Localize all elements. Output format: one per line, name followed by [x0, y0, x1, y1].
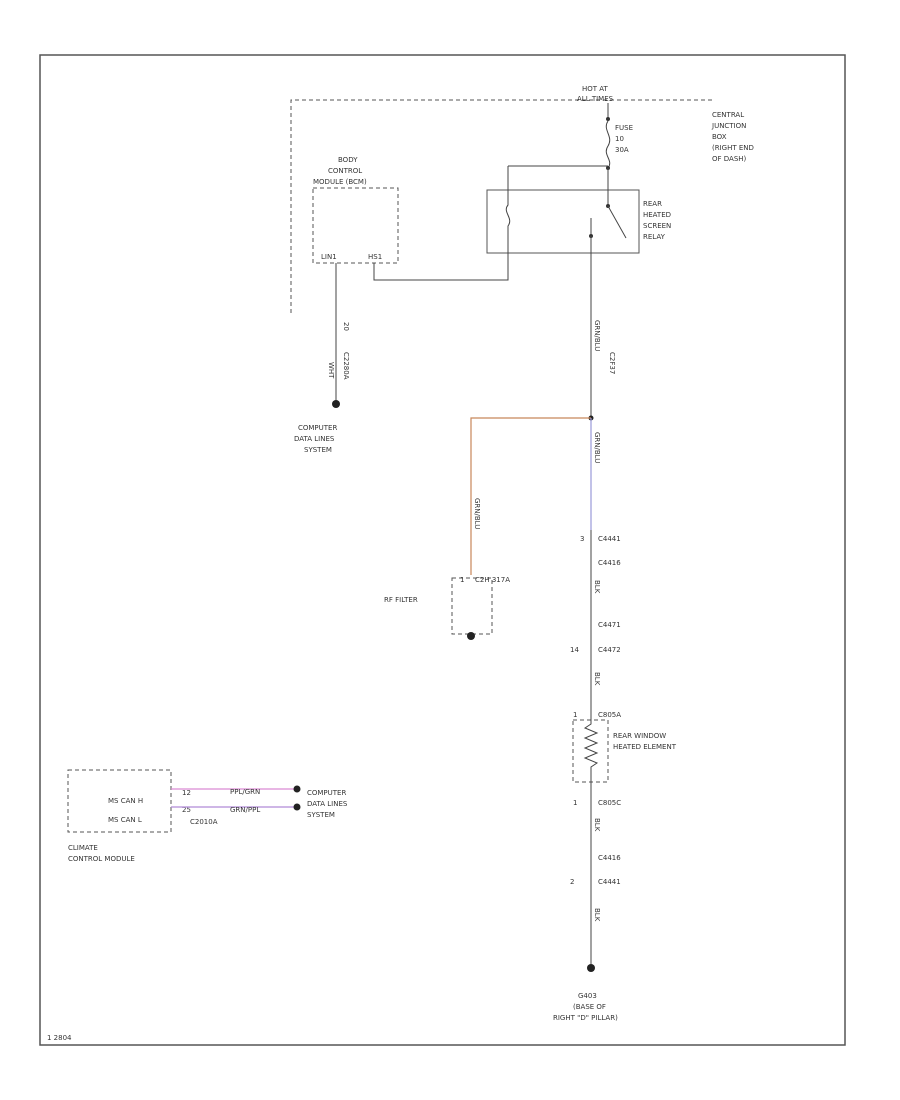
- ground-label-3: RIGHT "D" PILLAR): [553, 1014, 618, 1022]
- bcm-cdl-terminal: [332, 400, 340, 408]
- wire-2-color: BLK: [593, 672, 601, 686]
- wire-1-color: BLK: [593, 580, 601, 594]
- heated-element-resistor: [583, 712, 599, 800]
- rf-filter-branch-wire: [470, 417, 591, 575]
- fuse-label: FUSE: [615, 124, 633, 132]
- connector-1-pin: 3: [580, 535, 584, 543]
- wire-4-color: BLK: [593, 908, 601, 922]
- ground-terminal: [587, 964, 595, 972]
- bcm-wire-color: WHT: [327, 362, 335, 379]
- connector-4-pin: 2: [570, 878, 574, 886]
- climate-wire-a-color: PPL/GRN: [230, 788, 260, 796]
- ground-label-1: G403: [578, 992, 597, 1000]
- bcm-label-3: MODULE (BCM): [313, 178, 367, 186]
- central-junction-label-4: (RIGHT END: [712, 144, 754, 152]
- hot-at-label: HOT AT: [582, 85, 609, 93]
- climate-module-label-1: CLIMATE: [68, 844, 98, 852]
- rear-heated-screen-relay: [486, 189, 640, 254]
- fuse-top-dot: [606, 117, 610, 121]
- heated-element-label-1: REAR WINDOW: [613, 732, 666, 740]
- relay-switch-contact: [607, 205, 627, 239]
- relay-label-2: HEATED: [643, 211, 671, 219]
- relay-label-4: RELAY: [643, 233, 666, 241]
- climate-cdl-terminal-a: [293, 785, 301, 793]
- climate-pin-b-num: 25: [182, 806, 191, 814]
- fuse-rating: 30A: [615, 146, 629, 154]
- rf-filter-pin: 1: [460, 576, 464, 584]
- diagram-border: [39, 54, 846, 1046]
- central-junction-box-outline: [290, 99, 712, 313]
- climate-pin-a: MS CAN H: [108, 797, 143, 805]
- climate-control-module: [67, 769, 172, 833]
- fuse-symbol: [605, 120, 611, 169]
- relay-label-3: SCREEN: [643, 222, 671, 230]
- connector-3a-pin: 1: [573, 711, 577, 719]
- cdl-bottom-label-3: SYSTEM: [307, 811, 335, 819]
- bcm-wire-pin: 20: [342, 322, 350, 331]
- ground-label-2: (BASE OF: [573, 1003, 606, 1011]
- diagram-code: 1 2804: [47, 1034, 72, 1042]
- central-junction-label-3: BOX: [712, 133, 727, 141]
- relay-coil: [505, 165, 608, 238]
- main-wire-upper-color: GRN/BLU: [593, 320, 601, 351]
- bcm-label-2: CONTROL: [328, 167, 362, 175]
- bcm-label-1: BODY: [338, 156, 358, 164]
- connector-3a: C805A: [598, 711, 621, 719]
- fuse-number: 10: [615, 135, 624, 143]
- connector-2-pin: 14: [570, 646, 579, 654]
- wire-3-color: BLK: [593, 818, 601, 832]
- rf-filter-box: [451, 577, 493, 635]
- connector-3b: C805C: [598, 799, 621, 807]
- connector-4b: C4441: [598, 878, 621, 886]
- bcm-pin-hs1: HS1: [368, 253, 382, 261]
- connector-1a: C4441: [598, 535, 621, 543]
- climate-pin-b: MS CAN L: [108, 816, 142, 824]
- central-junction-label-2: JUNCTION: [711, 122, 746, 130]
- connector-1b: C4416: [598, 559, 621, 567]
- cdl-bottom-label-1: COMPUTER: [307, 789, 346, 797]
- rf-filter-ground: [467, 632, 475, 640]
- cdl-top-label-3: SYSTEM: [304, 446, 332, 454]
- main-wire-lower-color: GRN/BLU: [593, 432, 601, 463]
- cdl-top-label-2: DATA LINES: [294, 435, 335, 443]
- climate-wire-b-color: GRN/PPL: [230, 806, 260, 814]
- connector-2a: C4471: [598, 621, 621, 629]
- rf-filter-connector: C2H 317A: [475, 576, 510, 584]
- bcm-wire-connector: C2280A: [342, 352, 350, 380]
- bcm-pin-lin1: LIN1: [321, 253, 337, 261]
- climate-module-label-2: CONTROL MODULE: [68, 855, 135, 863]
- connector-3b-pin: 1: [573, 799, 577, 807]
- orange-wire-color: GRN/BLU: [473, 498, 481, 529]
- cdl-top-label-1: COMPUTER: [298, 424, 337, 432]
- connector-2b: C4472: [598, 646, 621, 654]
- climate-pin-a-num: 12: [182, 789, 191, 797]
- climate-connector: C2010A: [190, 818, 218, 826]
- all-times-label: ALL TIMES: [577, 95, 614, 103]
- relay-label-1: REAR: [643, 200, 662, 208]
- climate-cdl-terminal-b: [293, 803, 301, 811]
- bcm-relay-wire: [373, 238, 509, 281]
- central-junction-label-5: OF DASH): [712, 155, 747, 163]
- body-control-module: [312, 187, 399, 264]
- connector-4a: C4416: [598, 854, 621, 862]
- cdl-bottom-label-2: DATA LINES: [307, 800, 348, 808]
- central-junction-label-1: CENTRAL: [712, 111, 744, 119]
- main-wire-upper-connector: C2F37: [608, 352, 616, 374]
- rf-filter-label: RF FILTER: [384, 596, 418, 604]
- heated-element-label-2: HEATED ELEMENT: [613, 743, 677, 751]
